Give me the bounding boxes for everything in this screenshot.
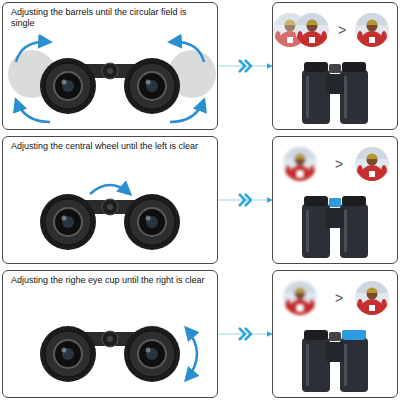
view-circle: [355, 281, 389, 330]
step-caption: Adjusting the barrels until the circular…: [3, 3, 217, 29]
binocular-front: [40, 194, 180, 250]
view-circle: [355, 147, 389, 196]
rotate-arrow: [90, 185, 130, 194]
rotate-arrow: [16, 42, 204, 122]
binocular-icon: [302, 62, 368, 124]
compare-sign: >: [335, 291, 343, 305]
view-circle: [295, 13, 329, 62]
step-caption: Adjusting the righe eye cup until the ri…: [3, 271, 217, 286]
step-panel: Adjusting the central wheel until the le…: [2, 136, 218, 264]
rotate-arrow: [170, 100, 204, 122]
step-panel: Adjusting the righe eye cup until the ri…: [2, 270, 218, 398]
binocular-icon: [302, 62, 368, 124]
view-circle: [283, 147, 317, 196]
compare-sign: >: [338, 23, 346, 37]
rotate-arrow: [90, 185, 130, 194]
step-caption: Adjusting the central wheel until the le…: [3, 137, 217, 152]
binocular-icon: [302, 330, 368, 392]
rotate-arrow: [16, 100, 50, 122]
binocular-icon: [342, 330, 366, 340]
binocular-front: [40, 58, 180, 114]
rotate-arrow: [186, 328, 197, 380]
rotate-arrow: [16, 42, 50, 62]
step-panel: Adjusting the barrels until the circular…: [2, 2, 218, 130]
view-circle: [283, 147, 389, 196]
rotate-arrow: [170, 42, 204, 62]
binocular-front: [40, 326, 180, 382]
result-panel: >: [272, 270, 398, 398]
rotate-arrow: [186, 328, 197, 380]
binocular-icon: [302, 196, 368, 258]
binocular-front: [40, 326, 180, 382]
binocular-icon: [329, 198, 341, 207]
result-panel: >: [272, 2, 398, 130]
view-circle: [283, 281, 317, 330]
binocular-front: [8, 50, 216, 114]
view-circle: [273, 13, 389, 62]
view-circle: [283, 281, 389, 330]
step-arrow: [218, 333, 272, 335]
compare-sign: >: [335, 157, 343, 171]
step-arrow: [218, 65, 272, 67]
binocular-icon: [302, 330, 368, 392]
binocular-front: [40, 194, 180, 250]
step-arrow: [218, 199, 272, 201]
binocular-icon: [302, 196, 368, 258]
view-circle: [355, 13, 389, 62]
result-panel: >: [272, 136, 398, 264]
